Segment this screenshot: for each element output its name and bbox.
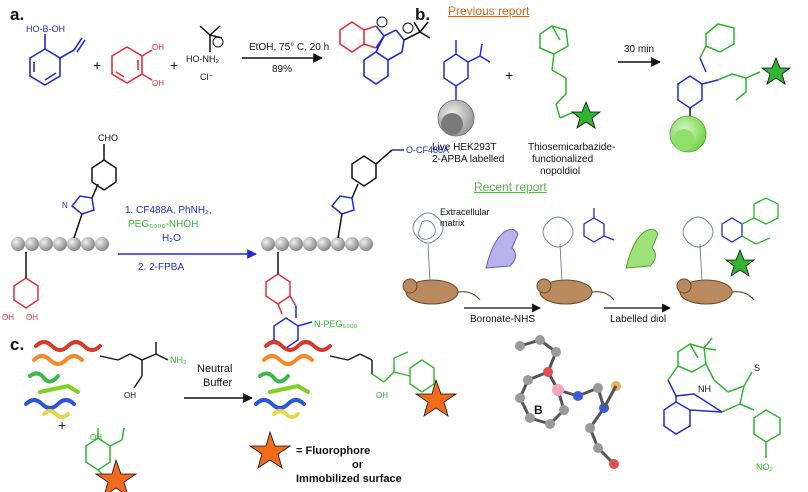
peg-label: N-PEG₆₀₀₀ — [314, 319, 358, 329]
cell-label-1: Live HEK293T — [432, 142, 496, 153]
hydroxylamine-text: HO-NH₂ — [186, 54, 219, 64]
triazole-n-text: N — [62, 201, 68, 210]
s-label: S — [754, 363, 760, 373]
fluorophore-star-icon-4 — [94, 458, 138, 492]
plus-sign-2: + — [170, 57, 178, 73]
reagent-peg-text: PEG₆₀₀₀-NHOH — [128, 219, 198, 230]
matrix-label-2: matrix — [440, 218, 465, 228]
oh-text-c1: OH — [124, 391, 136, 400]
reagent-h2o-text: H₂O — [162, 233, 181, 244]
step-2-label: Labelled diol — [610, 314, 666, 325]
panel-a: a. HO-B-OH + OH OH + — [2, 5, 449, 349]
time-label: 30 min — [624, 44, 654, 55]
panel-c-label: c. — [10, 335, 24, 354]
legend-line-2: or — [352, 459, 364, 471]
oh-text-c3: OH — [376, 391, 388, 400]
oh-text-c2: OH — [90, 433, 102, 442]
fluorophore-star-icon-5 — [414, 378, 458, 417]
protein-ribbon-1 — [24, 340, 102, 419]
matrix-scribble-1 — [412, 212, 444, 283]
nopoldiol-structure — [539, 25, 575, 119]
cho-text: CHO — [98, 133, 118, 143]
panel-c: c. NH₂ OH + — [10, 335, 781, 492]
matrix-label-1: Extracellular — [440, 207, 490, 217]
reagent-2-text: 2. 2-FPBA — [138, 262, 184, 273]
matrix-scribble-2 — [542, 216, 574, 283]
buffer-label-2: Buffer — [203, 377, 232, 389]
glove-hand-1 — [485, 228, 519, 269]
recent-report-heading: Recent report — [474, 180, 547, 194]
hydrazide-structure — [117, 342, 169, 389]
reagent-label-3: nopoldiol — [540, 166, 580, 177]
catechol-structure — [111, 46, 153, 84]
plus-sign-b: + — [505, 67, 513, 83]
mouse-3 — [676, 278, 755, 305]
chloride-text: Cl⁻ — [200, 72, 213, 82]
hydroxylamine-structure — [199, 25, 223, 52]
glove-hand-2 — [625, 228, 659, 269]
legend-star-icon — [248, 430, 292, 469]
boronic-acid-text: HO-B-OH — [26, 24, 65, 34]
oh-text-2: OH — [152, 79, 164, 88]
protein-linker-1 — [99, 355, 119, 361]
fluorophore-star-icon-2 — [760, 56, 792, 85]
panel-b: b. Previous report Live HEK293T 2-APBA l… — [402, 4, 792, 325]
nitro-label: NO₂ — [756, 462, 774, 472]
oh-text-4: OH — [26, 313, 38, 322]
nh-label: NH — [698, 384, 711, 394]
plus-sign-c: + — [58, 417, 66, 433]
product-structure-b — [677, 23, 761, 116]
charge-plus-icon-2 — [402, 22, 414, 34]
legend-line-1: = Fluorophore — [296, 445, 370, 457]
mouse-2 — [536, 278, 615, 305]
product-structure-b2 — [721, 197, 779, 245]
charge-minus-icon — [376, 16, 388, 28]
labelled-cell-nucleus — [673, 129, 695, 151]
crystal-structure — [515, 335, 621, 469]
panel-b-label: b. — [415, 5, 430, 24]
plus-sign: + — [93, 57, 101, 73]
cell-nucleus — [441, 113, 463, 135]
oxime-label: O-CF488A — [406, 145, 449, 155]
polymer-beads — [11, 237, 109, 251]
apba-small-structure — [583, 208, 615, 243]
reagent-label-2: functionalized — [532, 154, 593, 165]
matrix-scribble-3 — [682, 216, 714, 283]
boron-atom-label: B — [534, 403, 543, 417]
polymer-beads-2 — [261, 237, 373, 251]
oh-text-1: OH — [152, 43, 164, 52]
oh-text-3: OH — [2, 313, 14, 322]
conditions-text: EtOH, 75° C, 20 h — [249, 42, 329, 53]
fluorophore-star-icon-1 — [570, 100, 602, 129]
fluorophore-star-icon-3 — [724, 248, 756, 277]
product-structure-a — [339, 21, 431, 85]
protein-ribbon-2 — [254, 340, 332, 419]
mouse-1 — [402, 278, 481, 305]
legend-line-3: Immobilized surface — [296, 473, 402, 485]
buffer-label-1: Neutral — [197, 363, 232, 375]
cell-label-2: 2-APBA labelled — [432, 154, 504, 165]
protein-linker-2 — [329, 355, 349, 361]
charge-plus-icon — [212, 36, 224, 48]
hydrazide-text: NH₂ — [170, 355, 187, 365]
apba-structure — [443, 40, 491, 100]
final-skeletal-structure — [663, 337, 781, 458]
conjugate-structure — [347, 351, 435, 393]
polymer-pendant-a — [13, 144, 117, 309]
reagent-1-text: 1. CF488A, PhNH₂, — [125, 205, 212, 216]
fpba-structure — [29, 34, 86, 86]
yield-text: 89% — [272, 64, 292, 75]
reagent-label-1: Thiosemicarbazide- — [528, 142, 615, 153]
panel-a-label: a. — [10, 5, 24, 24]
step-1-label: Boronate-NHS — [470, 314, 535, 325]
previous-report-heading: Previous report — [448, 4, 530, 18]
